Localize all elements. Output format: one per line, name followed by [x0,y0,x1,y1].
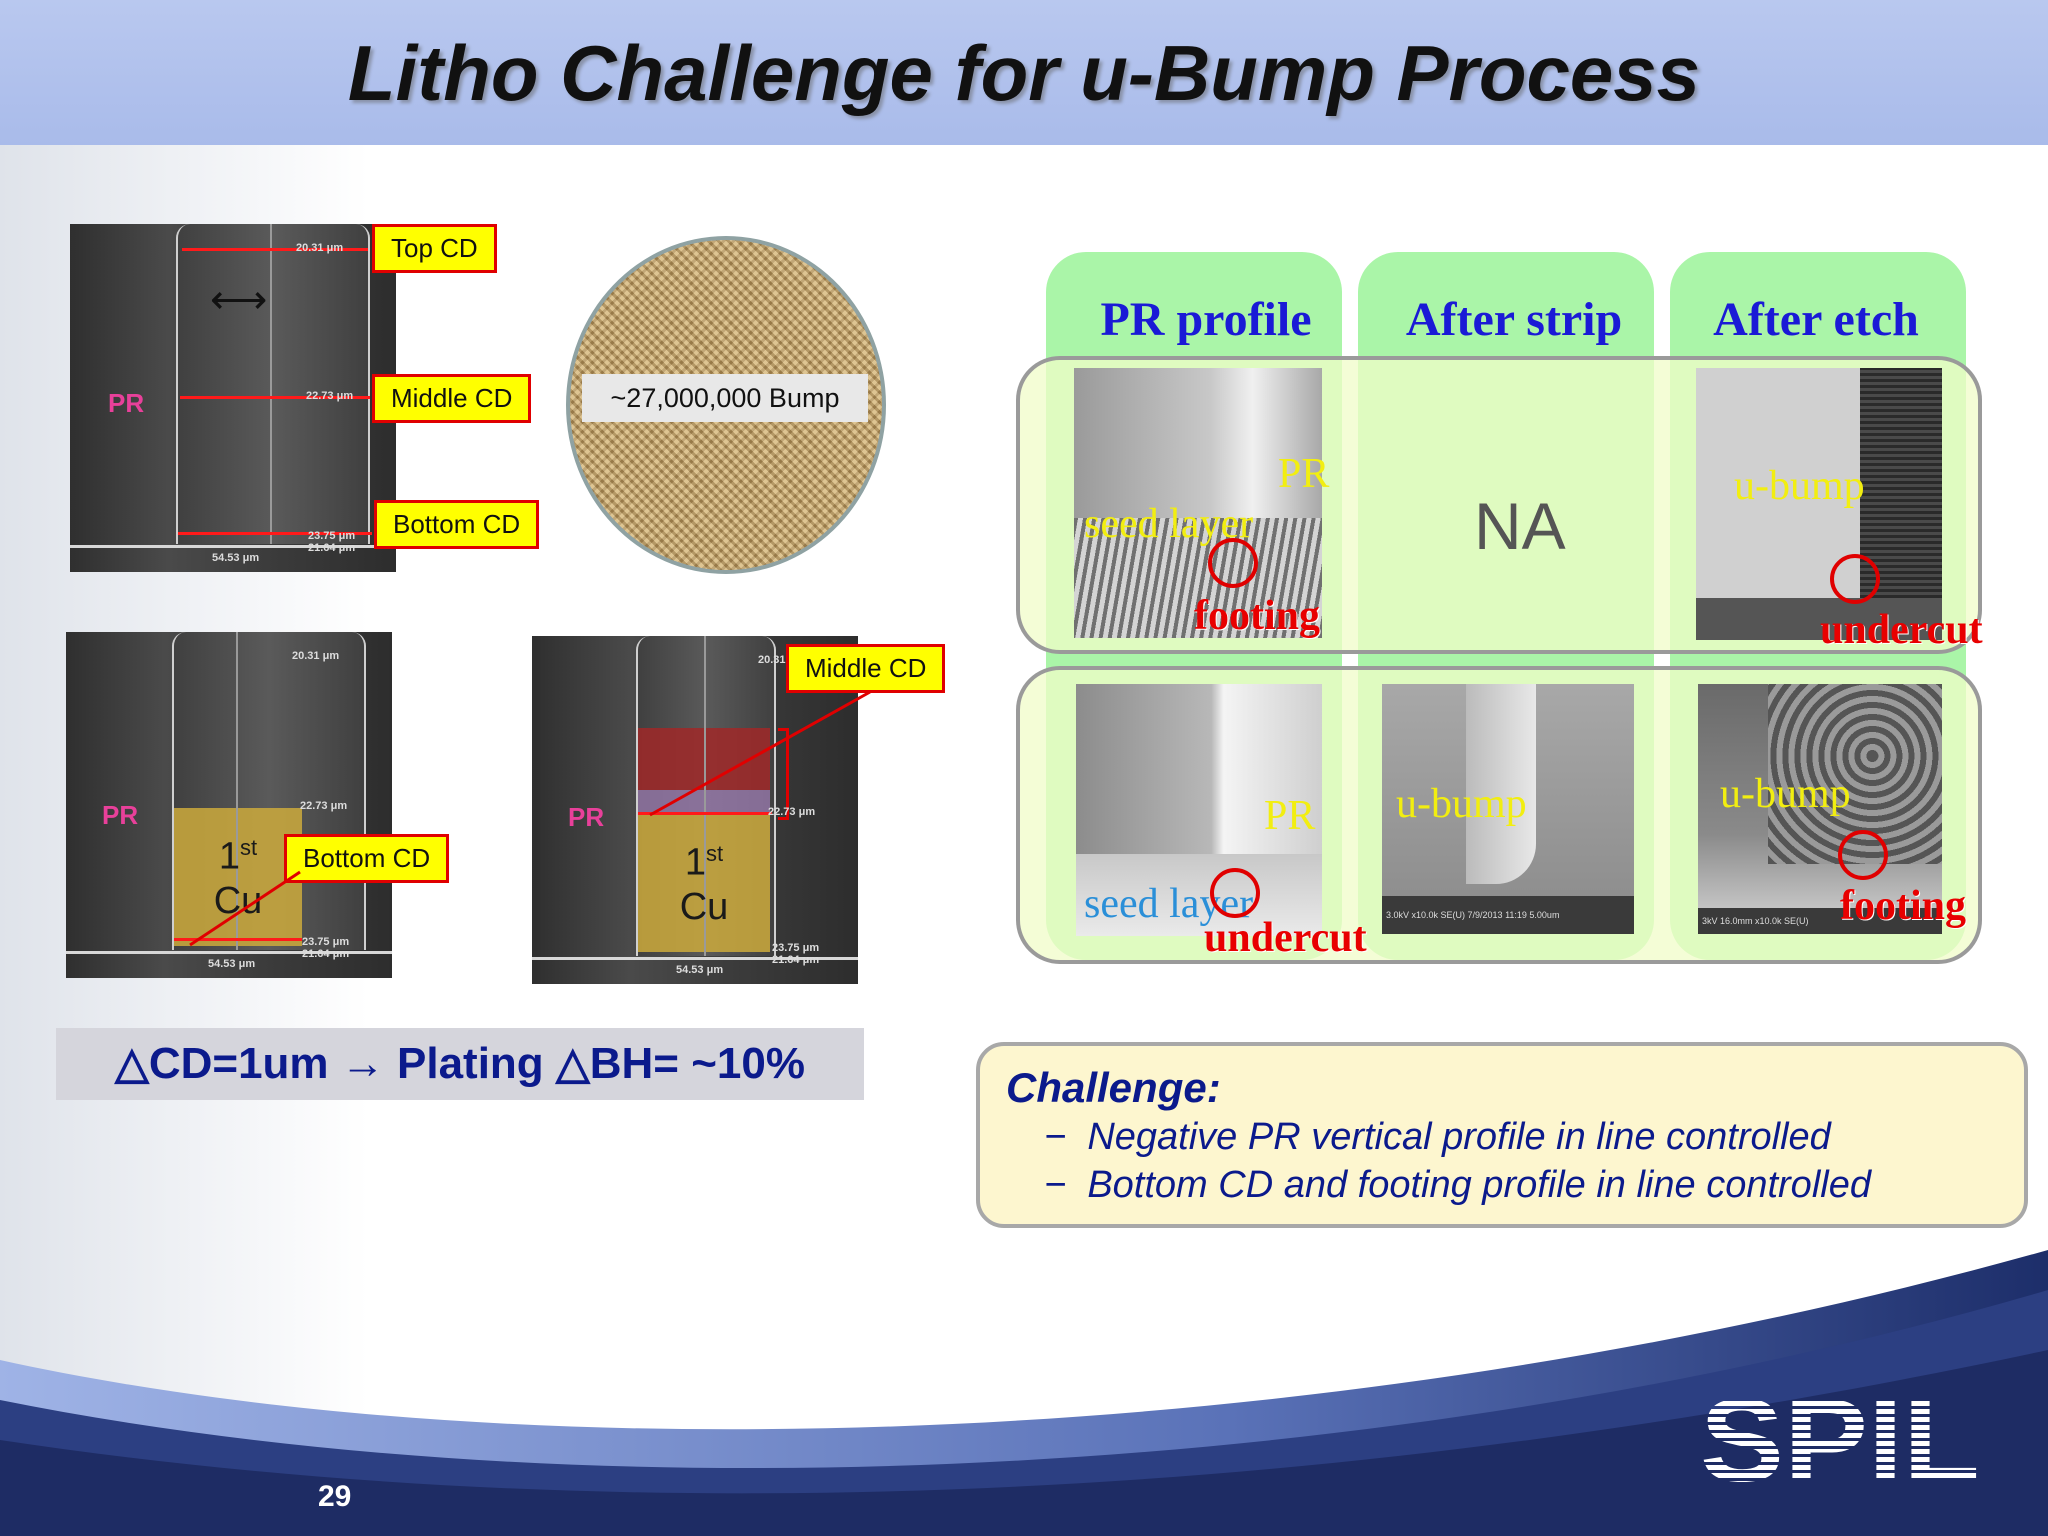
measure-bottom-b: 21.64 μm [772,954,820,966]
measure-bottom-a: 23.75 μm [302,936,350,948]
challenge-item-2: − Bottom CD and footing profile in line … [1044,1164,1871,1206]
measure-top: 20.31 μm [296,242,344,254]
footing-marker-r1 [1208,538,1258,588]
label-undercut-r1: undercut [1820,607,1983,653]
challenge-box [976,1042,2028,1228]
undercut-marker-r2 [1210,868,1260,918]
label-footing-r1: footing [1194,593,1320,639]
spil-logo-icon: SPIL [1700,1385,1980,1495]
callout-bottom-cd-2: Bottom CD [284,834,450,883]
callout-leader-line [189,870,301,947]
callout-leader-line-2 [649,690,871,817]
measure-middle: 22.73 μm [300,800,348,812]
measure-base: 54.53 μm [208,958,256,970]
footing-marker-r2 [1838,830,1888,880]
svg-text:SPIL: SPIL [1700,1385,1980,1495]
header-band [0,0,2048,145]
column-header-pr-profile: PR profile [1100,293,1312,346]
challenge-item-1: − Negative PR vertical profile in line c… [1044,1116,1831,1158]
callout-top-cd: Top CD [372,224,497,273]
footer-wave [0,1250,2048,1536]
callout-bottom-cd: Bottom CD [374,500,540,549]
label-footing-r2: footing [1840,883,1966,929]
label-pr-r1: PR [1278,451,1330,497]
cd-plating-formula: △CD=1um → Plating △BH= ~10% [56,1028,864,1100]
label-pr-r2: PR [1264,793,1316,839]
measure-base: 54.53 μm [676,964,724,976]
measure-bottom-a: 23.75 μm [308,530,356,542]
sem-pr-profile-row2 [1076,684,1322,936]
callout-middle-cd-2: Middle CD [786,644,946,693]
column-header-after-etch: After etch [1713,293,1919,346]
not-applicable-label: NA [1474,489,1566,563]
sem-after-etch-row1 [1696,368,1942,640]
measure-top: 20.31 μm [292,650,340,662]
undercut-marker-r1 [1830,554,1880,604]
slide-title: Litho Challenge for u-Bump Process [347,29,1701,117]
sem-after-strip-row2: 3.0kV x10.0k SE(U) 7/9/2013 11:19 5.00um [1382,684,1634,934]
challenge-title: Challenge: [1006,1064,1221,1111]
measure-bottom-b: 21.64 μm [308,542,356,554]
pr-label: PR [102,800,139,830]
measure-middle: 22.73 μm [306,390,354,402]
label-undercut-r2: undercut [1204,915,1367,961]
label-u-bump-strip-r2: u-bump [1396,781,1527,827]
sem-after-etch-row2: 3kV 16.0mm x10.0k SE(U) [1698,684,1942,934]
callout-middle-cd: Middle CD [372,374,532,423]
label-u-bump-etch-r2: u-bump [1720,771,1851,817]
sem-footer-etch: 3kV 16.0mm x10.0k SE(U) [1698,908,1942,934]
measure-middle: 22.73 μm [768,806,816,818]
sem-image-middle-cd: 20.31 μm 22.73 μm 23.75 μm 21.64 μm 54.5… [532,636,858,984]
sem-image-bottom-cd: 20.31 μm 22.73 μm 23.75 μm 21.64 μm 54.5… [66,632,392,978]
sem-footer: 3.0kV x10.0k SE(U) 7/9/2013 11:19 5.00um [1382,896,1634,934]
pr-label: PR [108,388,145,418]
double-arrow-icon: ⟷ [210,278,268,322]
measure-bottom-a: 23.75 μm [772,942,820,954]
sem-pr-profile-row1 [1074,368,1322,638]
pr-label: PR [568,802,605,832]
sem-image-top: ⟷ 20.31 μm 22.73 μm 23.75 μm 21.64 μm 54… [70,224,396,572]
measure-base: 54.53 μm [212,552,260,564]
measure-bottom-b: 21.64 μm [302,948,350,960]
label-u-bump-r1: u-bump [1734,463,1865,509]
page-number: 29 [318,1480,352,1513]
column-header-after-strip: After strip [1405,293,1623,346]
bump-count-label: ~27,000,000 Bump [582,374,868,422]
